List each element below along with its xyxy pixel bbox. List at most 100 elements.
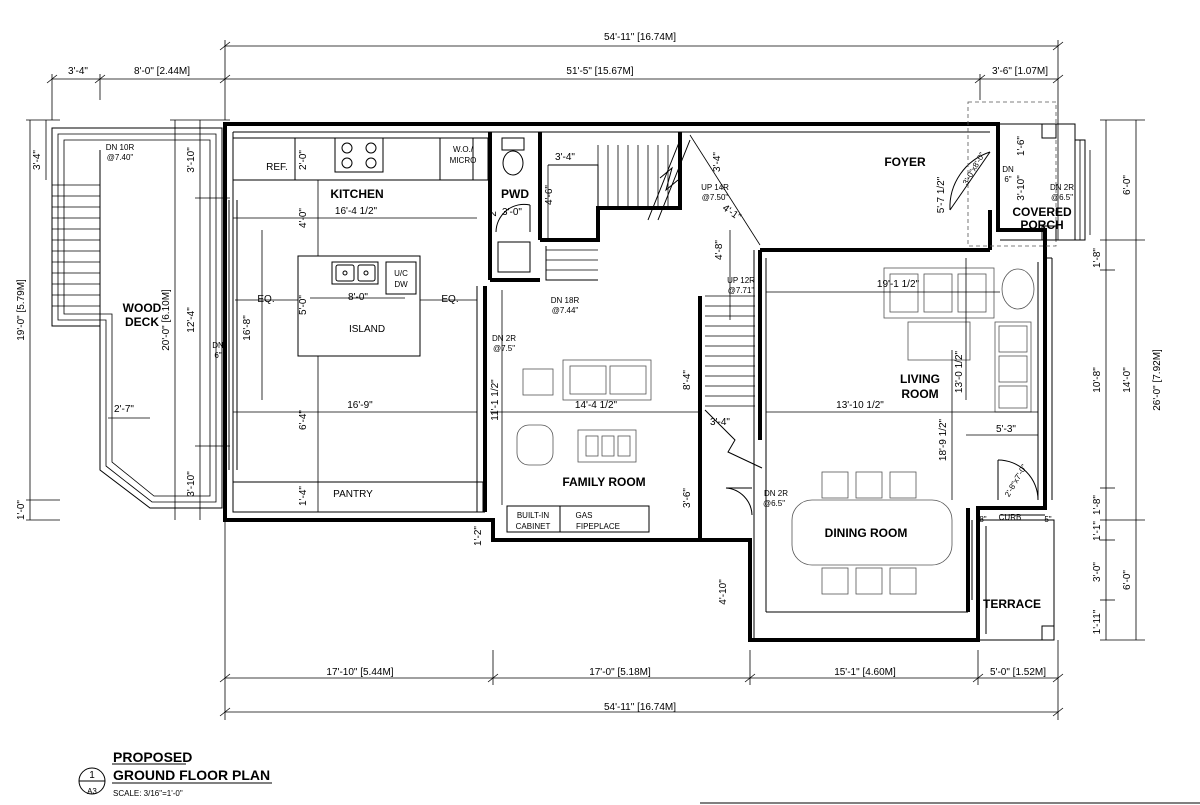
family-dn2-note-2: @7.5" (493, 344, 515, 353)
left-dim-1-0: 1'-0" (16, 500, 27, 520)
stair-dim-3-4: 3'-4" (555, 152, 575, 163)
kitchen-dim-2-0: 2'-0" (298, 150, 309, 170)
family-dim-8-4: 8'-4" (682, 370, 693, 390)
family-dim-3-6: 3'-6" (682, 488, 693, 508)
wo-micro-label-2: MICRO (450, 156, 477, 165)
scale-label: SCALE: 3/16"=1'-0" (113, 789, 183, 798)
up-12r-note-2: @7.71" (728, 286, 755, 295)
deck-stair-note-1: DN 10R (106, 143, 135, 152)
kitchen-width-dim: 16'-4 1/2" (335, 206, 378, 217)
kitchen-dim-6-4: 6'-4" (298, 410, 309, 430)
left-dim-12-4: 12'-4" (186, 307, 197, 333)
pwd-dim-3-0: 3'-0" (502, 207, 522, 218)
gas-fireplace-label-2: FIPEPLACE (576, 522, 620, 531)
kitchen-dim-1-4: 1'-4" (298, 486, 309, 506)
island-label: ISLAND (349, 324, 385, 335)
porch-dn-note-1: DN (1002, 165, 1014, 174)
living-dim-13-0: 13'-0 1/2" (954, 350, 965, 393)
stair-dim-3-4-b: 3'-4" (712, 152, 723, 172)
porch-dn-note-2: 6" (1004, 175, 1011, 184)
terrace-dim-5: 5" (1044, 515, 1051, 524)
drawing-number: 1 (89, 770, 95, 781)
wo-micro-label-1: W.O./ (453, 145, 474, 154)
left-dim-3-10-bot: 3'-10" (186, 471, 197, 497)
pwd-dim-2: 2" (488, 207, 499, 217)
room-label-wood-deck-line1: WOOD (123, 301, 162, 315)
foyer-dim-4-1: 4'-1" (720, 203, 743, 224)
family-dim-1-2: 1'-2" (473, 526, 484, 546)
deck-dn-note-2: 6" (214, 351, 221, 360)
sheet-number: A3 (87, 787, 97, 796)
deck-offset-dim: 3'-4" (68, 66, 88, 77)
dining-dn2-note-2: @6.5" (763, 499, 785, 508)
island-width-dim: 8'-0" (348, 292, 368, 303)
family-dn2-note-1: DN 2R (492, 334, 516, 343)
up-14r-note-2: @7.50" (702, 193, 729, 202)
dining-dim-4-10: 4'-10" (718, 579, 729, 605)
bottom-seg2-dim: 17'-0" [5.18M] (589, 667, 651, 678)
right-dimension-lines (1100, 119, 1145, 641)
range-cooktop (334, 137, 384, 173)
kitchen-dim-5-0: 5'-0" (298, 295, 309, 315)
room-label-living-1: LIVING (900, 372, 940, 386)
bottom-seg3-dim: 15'-1" [4.60M] (834, 667, 896, 678)
room-label-covered-porch-1: COVERED (1012, 205, 1072, 219)
right-dim-1-8-top: 1'-8" (1092, 248, 1103, 268)
kitchen-dim-4-0: 4'-0" (298, 208, 309, 228)
right-dim-1-8-bot: 1'-8" (1092, 495, 1103, 515)
living-dim-13-10: 13'-10 1/2" (836, 400, 884, 411)
right-dim-6-0-top: 6'-0" (1122, 175, 1133, 195)
gas-fireplace-label-1: GAS (576, 511, 593, 520)
room-label-terrace: TERRACE (983, 597, 1041, 611)
room-label-pwd: PWD (501, 187, 529, 201)
right-dim-3-0: 3'-0" (1092, 562, 1103, 582)
deck-stair-note-2: @7.40" (107, 153, 134, 162)
room-label-dining: DINING ROOM (825, 526, 908, 540)
kitchen-lower-width-dim: 16'-9" (347, 400, 373, 411)
family-room (490, 290, 763, 540)
room-label-covered-porch-2: PORCH (1020, 218, 1063, 232)
builtin-cabinet-label-2: CABINET (516, 522, 551, 531)
stair-treads-down (546, 145, 669, 271)
up-12r-note-1: UP 12R (727, 276, 755, 285)
powder-room (488, 132, 542, 282)
living-dining (765, 257, 1053, 613)
dn-18r-note-1: DN 18R (551, 296, 580, 305)
bottom-overall-width: 54'-11" [16.74M] (604, 702, 676, 713)
builtin-cabinet-label-1: BUILT-IN (517, 511, 550, 520)
uc-dw-label-1: U/C (394, 269, 408, 278)
terrace-door-size: 2'-8"x7'-0" (1003, 463, 1029, 499)
family-dim-11: 11'-1 1/2" (490, 379, 501, 421)
toilet (501, 137, 525, 176)
bottom-dimension-lines (219, 520, 1064, 720)
pantry-label: PANTRY (333, 489, 373, 500)
living-dim-19: 19'-1 1/2" (877, 279, 920, 290)
title-line1: PROPOSED (113, 749, 192, 765)
deck-dn-note-1: DN (212, 341, 224, 350)
sink (331, 261, 379, 285)
upper-stair (704, 295, 763, 469)
room-label-foyer: FOYER (884, 155, 926, 169)
covered-porch (967, 101, 1091, 247)
terrace-dim-8: 8" (979, 515, 986, 524)
eq-left-label: EQ. (257, 294, 274, 305)
deck-stairs (52, 150, 101, 326)
left-dim-3-10-top: 3'-10" (186, 147, 197, 173)
dining-furniture (791, 471, 953, 595)
top-dimension-lines (46, 40, 1064, 240)
basement-stair (540, 132, 691, 281)
left-dim-20-0: 20'-0" [6.10M] (161, 289, 172, 351)
porch-dim-1-6: 1'-6" (1016, 136, 1027, 156)
top-overall-width: 54'-11" [16.74M] (604, 32, 676, 43)
family-furniture (516, 359, 652, 466)
main-width-dim: 51'-5" [15.67M] (566, 66, 633, 77)
deck-dim-2-7: 2'-7" (114, 404, 134, 415)
right-dim-26-0: 26'-0" [7.92M] (1152, 349, 1163, 411)
porch-dim-3-10: 3'-10" (1016, 175, 1027, 201)
right-dim-14-0: 14'-0" (1122, 367, 1133, 393)
room-label-kitchen: KITCHEN (330, 187, 383, 201)
porch-dn2-note-2: @6.5" (1051, 193, 1073, 202)
family-dim-3-4: 3'-4" (710, 417, 730, 428)
porch-dn2-note-1: DN 2R (1050, 183, 1074, 192)
